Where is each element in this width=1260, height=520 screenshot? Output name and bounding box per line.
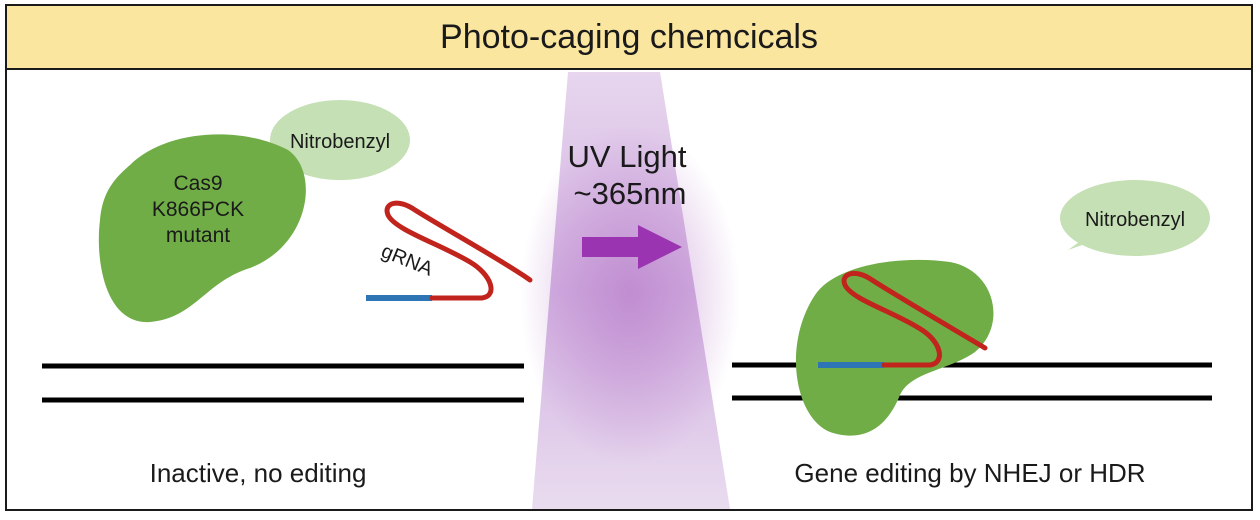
rna-strand-left xyxy=(384,200,533,301)
cas9-protein-left: Cas9 K866PCK mutant xyxy=(98,134,306,323)
nitrobenzyl-label-right: Nitrobenzyl xyxy=(1085,209,1185,231)
grna-label: gRNA xyxy=(378,240,436,281)
nitrobenzyl-label-left: Nitrobenzyl xyxy=(290,131,390,153)
protein-label-line-3: mutant xyxy=(166,224,230,247)
guide-rna-right xyxy=(818,270,988,368)
nitrobenzyl-cage-right: Nitrobenzyl xyxy=(1060,180,1210,256)
rna-strand-right xyxy=(841,270,988,368)
uv-light-label: UV Light xyxy=(568,139,687,174)
uv-light-beam xyxy=(520,72,740,509)
title-banner: Photo-caging chemcicals xyxy=(5,4,1253,70)
activation-arrow-icon xyxy=(582,225,682,269)
protein-label-line-2: K866PCK xyxy=(152,198,244,221)
page-title: Photo-caging chemcicals xyxy=(440,17,818,56)
caption-left: Inactive, no editing xyxy=(150,458,367,488)
guide-rna-left: gRNA xyxy=(366,200,533,301)
wavelength-label: ~365nm xyxy=(574,176,687,211)
protein-label-line-1: Cas9 xyxy=(173,172,222,195)
caption-right: Gene editing by NHEJ or HDR xyxy=(794,458,1145,488)
dna-double-strand-left xyxy=(42,363,524,403)
cas9-protein-right xyxy=(795,259,994,436)
